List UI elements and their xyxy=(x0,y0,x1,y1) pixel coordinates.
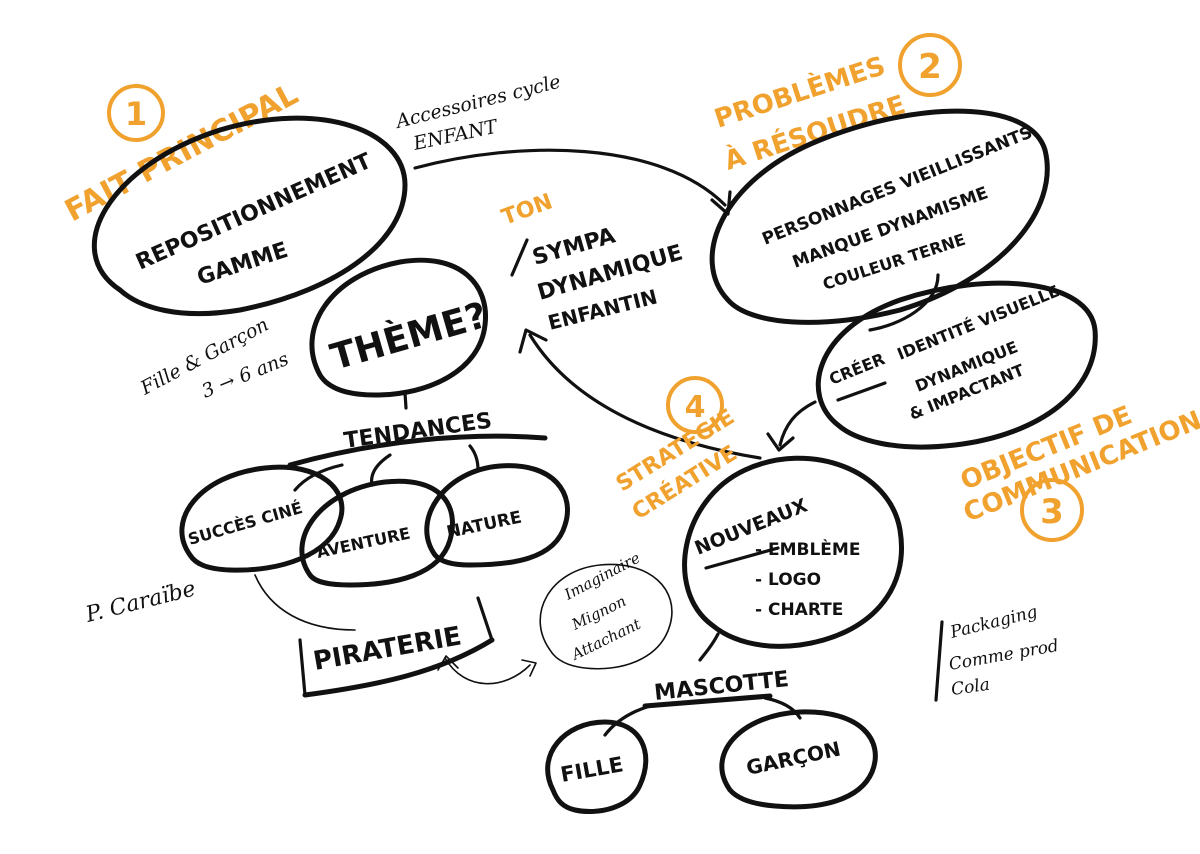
mascot-fille-label: FILLE xyxy=(559,752,625,787)
trend-bubble-cinema xyxy=(179,464,345,573)
trends-block: TENDANCES SUCCÈS CINÉ AVENTURE NATURE P.… xyxy=(82,408,570,698)
section-1-number-circle xyxy=(107,84,165,142)
arrow-to-tone-head xyxy=(518,328,548,354)
arrow-to-tone xyxy=(528,333,762,460)
piraterie-mascot-link xyxy=(444,657,531,685)
strategie-to-mascot-link xyxy=(698,632,720,662)
strategie-item-1: - EMBLÈME xyxy=(755,538,860,560)
theme-block: THÈME? xyxy=(309,257,492,410)
trend-aventure-label: AVENTURE xyxy=(315,524,412,562)
context-note: Accessoires cycle ENFANT xyxy=(392,71,732,216)
section-3-number-circle xyxy=(1020,478,1084,542)
section-1-number: 1 xyxy=(125,95,147,133)
piraterie-link-head-left xyxy=(437,655,459,671)
section-strategie: 4 STRATÉGIE CRÉATIVE NOUVEAUX - EMBLÈME … xyxy=(611,376,904,662)
section-3-number: 3 xyxy=(1040,492,1064,532)
piraterie-link-head-right xyxy=(521,659,537,677)
arrow-to-problems xyxy=(413,148,727,207)
section-4-number-circle xyxy=(666,376,724,434)
objectif-prefix: CRÉER xyxy=(826,349,887,388)
trends-to-piraterie-link xyxy=(254,574,356,631)
packaging-bar xyxy=(934,620,944,702)
trend-example: P. Caraïbe xyxy=(82,576,198,628)
arrow-to-strategy xyxy=(778,400,817,447)
arrow-to-strategy-head xyxy=(766,432,795,452)
trends-bar xyxy=(287,433,548,468)
mascot-values-line1: Imaginaire xyxy=(561,549,644,604)
strategie-item-3: - CHARTE xyxy=(755,600,843,620)
strategie-title-underline xyxy=(704,546,780,570)
mascot-garcon-label: GARÇON xyxy=(744,737,843,780)
theme-bubble xyxy=(309,257,489,398)
theme-to-trends-link xyxy=(403,391,408,410)
piraterie-frame-left xyxy=(298,638,307,697)
packaging-line1: Packaging xyxy=(947,602,1039,643)
tone-label: TON xyxy=(499,189,557,230)
trend-cinema-label: SUCCÈS CINÉ xyxy=(186,498,305,549)
tone-bar xyxy=(510,238,529,277)
objectif-bubble xyxy=(815,280,1098,450)
piraterie-frame-bottom xyxy=(302,637,495,698)
mascot-values-bubble xyxy=(539,563,673,670)
problemes-bubble xyxy=(709,108,1050,325)
mascot-branch-left xyxy=(603,704,652,737)
mascot-fille-bubble xyxy=(545,719,649,815)
objectif-prefix-underline xyxy=(836,381,887,402)
mascot-branch-right xyxy=(763,696,802,720)
strategie-bubble xyxy=(682,455,904,649)
packaging-line2: Comme prod xyxy=(947,636,1060,675)
fait-principal-bubble xyxy=(91,115,408,317)
section-problemes: PROBLÈMES À RÉSOUDRE 2 PERSONNAGES VIEIL… xyxy=(709,33,1050,325)
piraterie-label: PIRATERIE xyxy=(311,621,464,677)
trend-nature-label: NATURE xyxy=(445,507,524,542)
trend-bubble-aventure xyxy=(299,478,455,588)
section-2-number: 2 xyxy=(918,47,942,87)
packaging-note: Packaging Comme prod Cola xyxy=(934,602,1060,702)
mascot-block: MASCOTTE FILLE GARÇON xyxy=(545,667,878,815)
strategy-to-tone-arrow xyxy=(518,328,762,460)
trends-branch-3 xyxy=(468,444,480,472)
strategie-item-2: - LOGO xyxy=(755,570,821,590)
mascot-values-block: Imaginaire Mignon Attachant xyxy=(539,549,673,670)
trend-bubble-nature xyxy=(424,463,570,568)
problems-to-objective-link xyxy=(868,273,940,332)
section-2-number-circle xyxy=(898,33,962,97)
packaging-line3: Cola xyxy=(950,675,991,700)
tone-block: TON SYMPA DYNAMIQUE ENFANTIN xyxy=(499,189,686,335)
section-objectif: CRÉER IDENTITÉ VISUELLE DYNAMIQUE & IMPA… xyxy=(766,273,1200,542)
mascot-garcon-bubble xyxy=(719,709,878,810)
mascot-bar xyxy=(642,693,773,709)
section-4-number: 4 xyxy=(685,390,706,425)
piraterie-frame-right xyxy=(476,596,494,642)
target-note: Fille & Garçon 3 → 6 ans xyxy=(136,314,292,403)
